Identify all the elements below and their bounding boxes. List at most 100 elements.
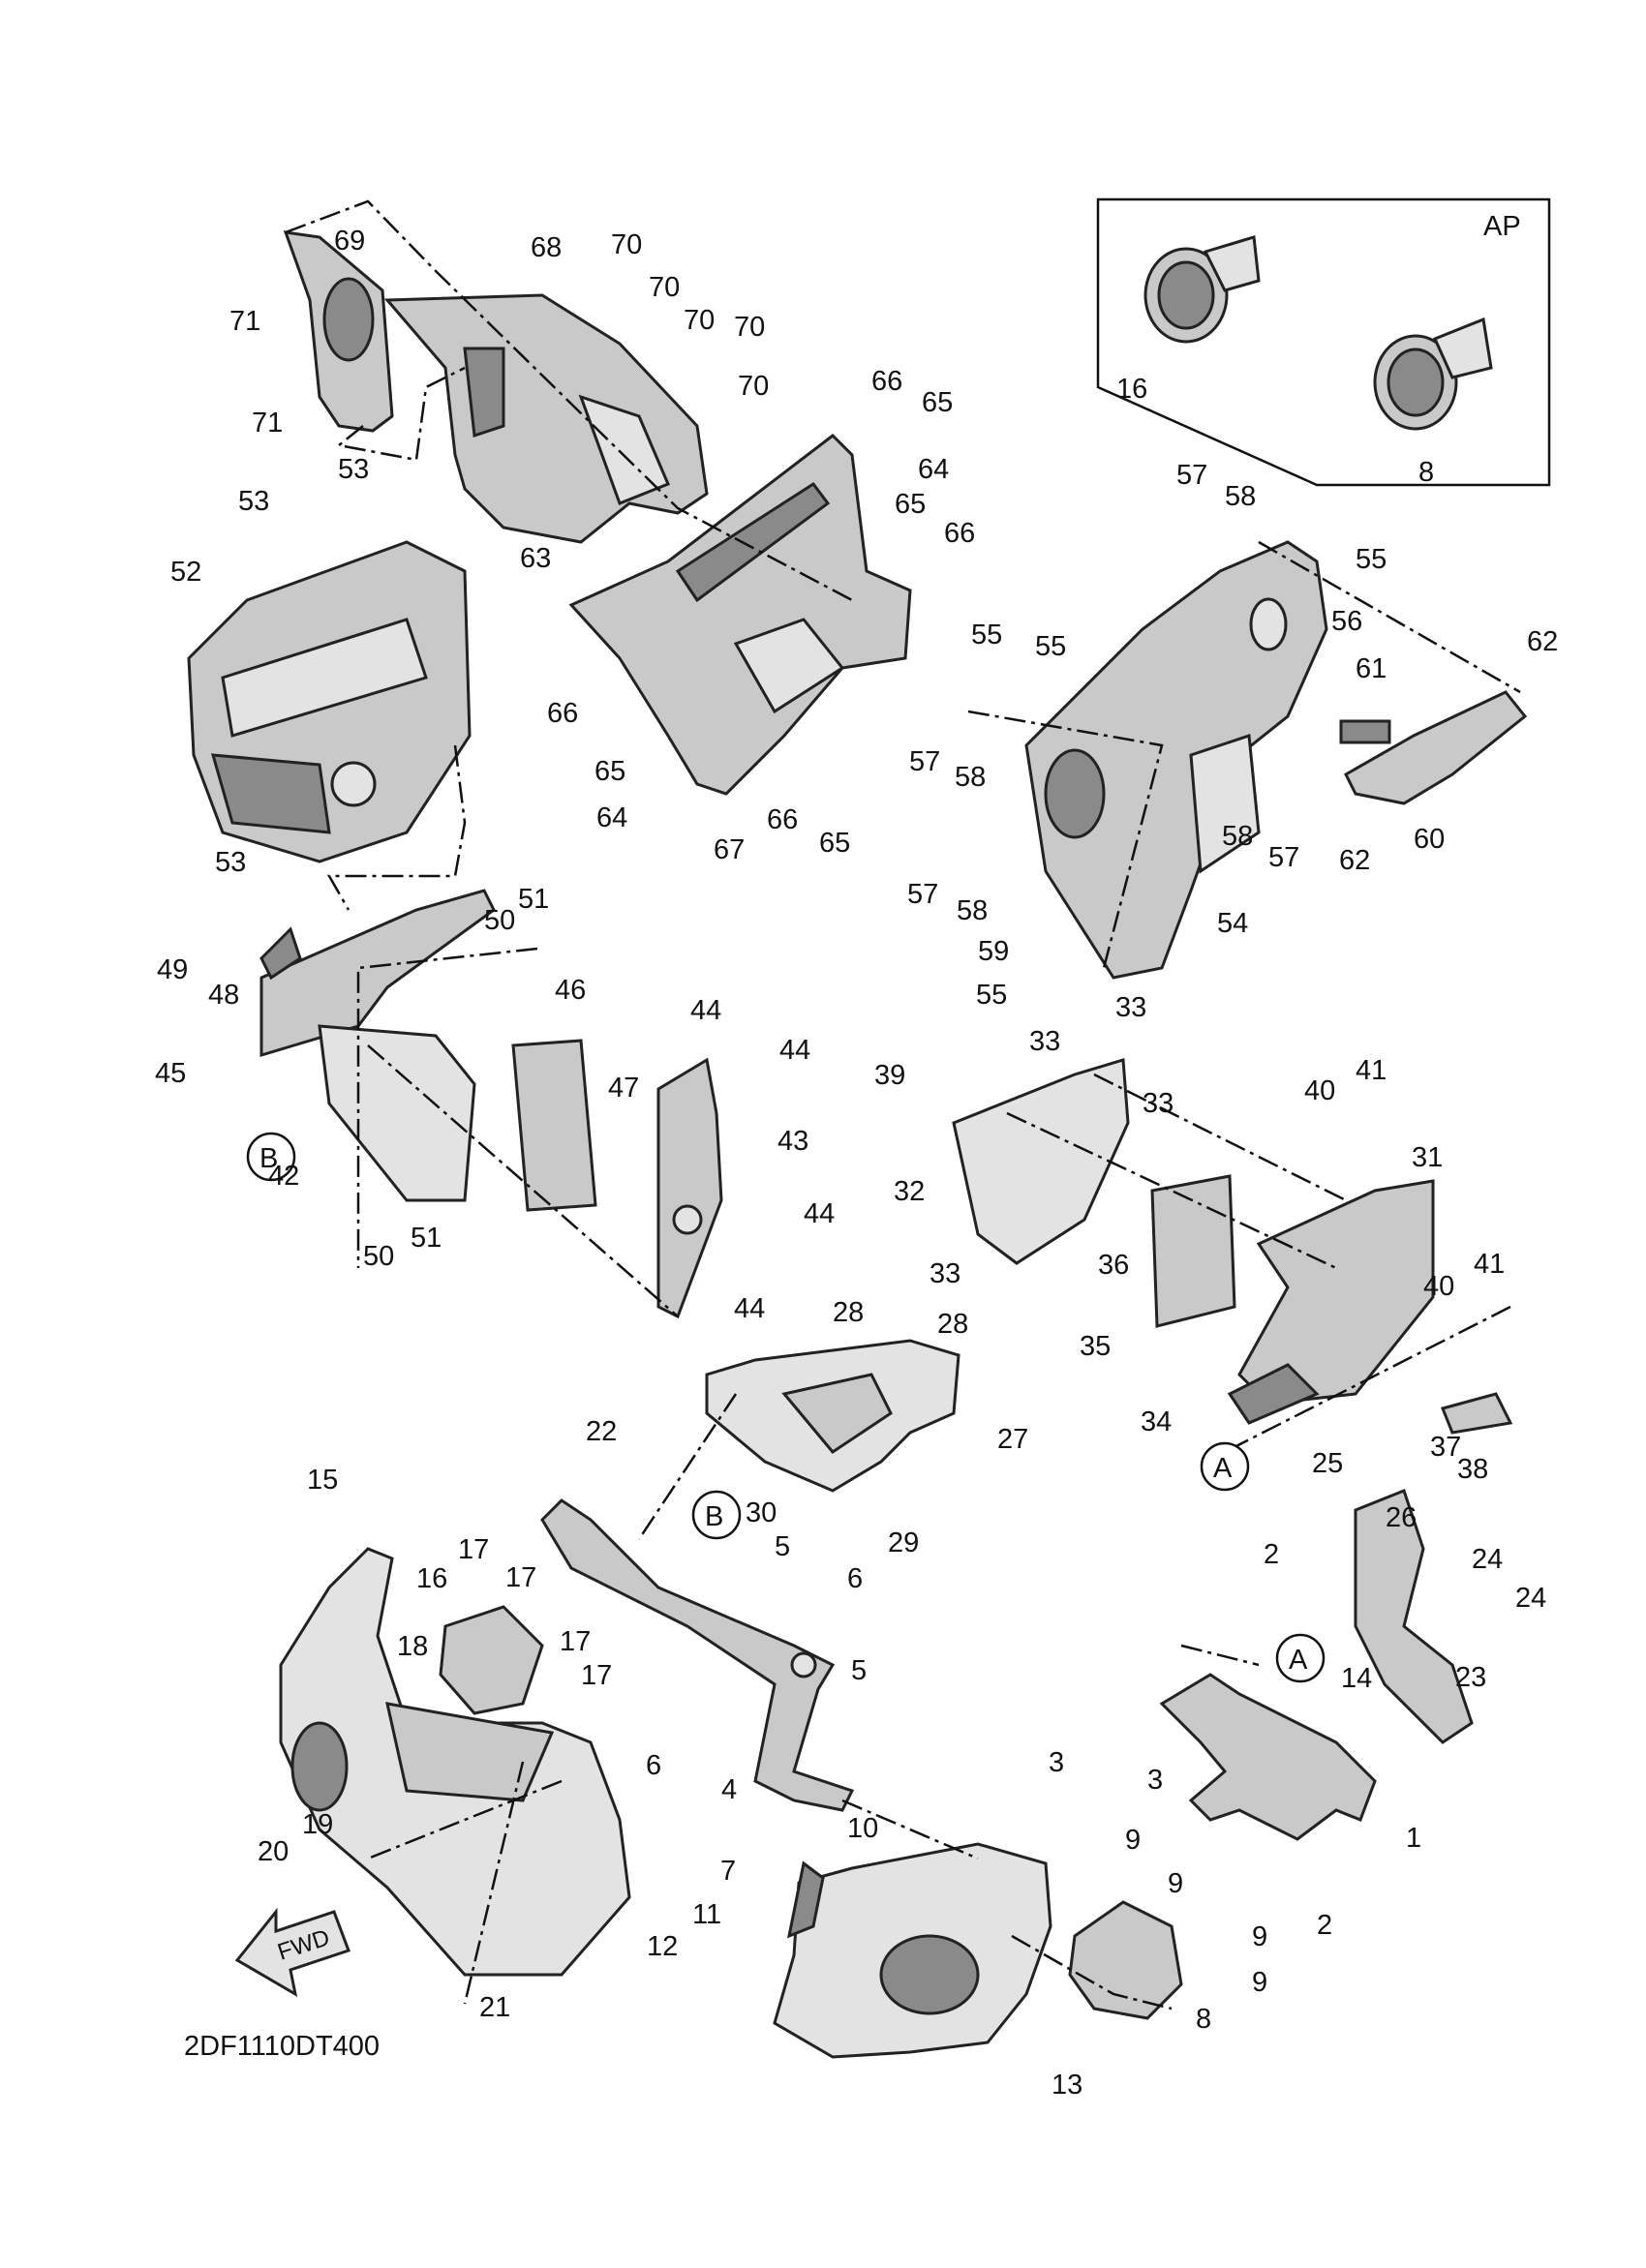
callout-41: 41 (1356, 1055, 1387, 1086)
plate-46 (511, 1039, 597, 1212)
duct-42 (318, 1024, 476, 1202)
callout-47: 47 (608, 1073, 639, 1104)
svg-text:B: B (259, 1143, 278, 1174)
light-16 (439, 1605, 544, 1715)
svg-text:A: A (1289, 1645, 1308, 1676)
callout-62: 62 (1339, 845, 1370, 876)
callout-64: 64 (596, 802, 627, 833)
callout-34: 34 (1141, 1406, 1172, 1437)
callout-70: 70 (738, 371, 769, 402)
callout-44: 44 (804, 1198, 835, 1229)
callout-65: 65 (922, 387, 953, 418)
frame-52 (187, 540, 472, 863)
cover-32 (952, 1058, 1130, 1265)
callout-70: 70 (684, 305, 715, 336)
callout-17: 17 (458, 1534, 489, 1565)
callout-9: 9 (1252, 1967, 1267, 1998)
callout-65: 65 (594, 756, 625, 787)
callout-55: 55 (1356, 544, 1387, 575)
bracket-31 (1227, 1179, 1435, 1425)
callout-53: 53 (215, 847, 246, 878)
callout-50: 50 (363, 1241, 394, 1272)
callout-65: 65 (819, 828, 850, 859)
callout-71: 71 (229, 306, 260, 337)
clip-37 (1440, 1392, 1513, 1435)
cover-23 (1354, 1489, 1474, 1744)
callout-14: 14 (1341, 1663, 1372, 1694)
callout-8: 8 (1196, 2004, 1211, 2035)
callout-30: 30 (746, 1497, 777, 1528)
callout-28: 28 (937, 1309, 968, 1340)
cowl-27 (705, 1339, 960, 1493)
ap-label: AP (1483, 211, 1521, 242)
callout-35: 35 (1080, 1331, 1111, 1362)
callout-33: 33 (1143, 1088, 1174, 1119)
callout-42: 42 (268, 1161, 299, 1192)
light-8 (1068, 1900, 1183, 2020)
callout-44: 44 (779, 1035, 810, 1066)
callout-9: 9 (1252, 1921, 1267, 1952)
callout-11: 11 (692, 1899, 721, 1930)
callout-64: 64 (918, 454, 949, 485)
callout-2: 2 (1264, 1539, 1279, 1570)
callout-20: 20 (258, 1836, 289, 1867)
callout-66: 66 (944, 518, 975, 549)
callout-38: 38 (1457, 1454, 1488, 1485)
callout-28: 28 (833, 1297, 864, 1328)
callout-57: 57 (909, 746, 940, 777)
callout-55: 55 (971, 620, 1002, 650)
callout-57: 57 (1176, 460, 1207, 491)
callout-69: 69 (334, 226, 365, 257)
reference-lines (285, 199, 1521, 2011)
callout-18: 18 (397, 1631, 428, 1662)
callout-46: 46 (555, 975, 586, 1006)
callout-33: 33 (1115, 992, 1146, 1023)
callout-25: 25 (1312, 1448, 1343, 1479)
callout-60: 60 (1414, 824, 1445, 855)
callout-36: 36 (1098, 1250, 1129, 1281)
callout-6: 6 (646, 1750, 661, 1781)
ap-inset: AP (1096, 197, 1551, 487)
callout-55: 55 (976, 980, 1007, 1011)
reference-marker-b-left: B (246, 1132, 296, 1182)
callout-40: 40 (1423, 1271, 1454, 1302)
callout-58: 58 (955, 762, 986, 793)
callout-3: 3 (1147, 1765, 1163, 1796)
callout-62: 62 (1527, 626, 1558, 657)
callout-61: 61 (1356, 653, 1387, 684)
svg-text:A: A (1213, 1453, 1233, 1484)
callout-41: 41 (1474, 1249, 1505, 1280)
callout-16: 16 (416, 1563, 447, 1594)
callout-5: 5 (851, 1655, 867, 1686)
callout-67: 67 (714, 834, 745, 865)
callout-71: 71 (252, 408, 283, 438)
callout-48: 48 (208, 980, 239, 1011)
callout-44: 44 (734, 1293, 765, 1324)
bracket-54 (1024, 540, 1328, 980)
callout-33: 33 (930, 1258, 960, 1289)
bracket-60 (1339, 690, 1528, 805)
callout-59: 59 (978, 936, 1009, 967)
callout-26: 26 (1386, 1502, 1417, 1533)
callout-49: 49 (157, 954, 188, 985)
callout-17: 17 (560, 1626, 591, 1657)
callout-7: 7 (720, 1856, 736, 1887)
callout-12: 12 (647, 1931, 678, 1962)
callout-6: 6 (847, 1563, 863, 1594)
bracket-69 (283, 230, 394, 433)
callout-40: 40 (1304, 1075, 1335, 1106)
diagram-code: 2DF1110DT400 (184, 2031, 380, 2062)
callout-51: 51 (411, 1223, 442, 1254)
svg-text:B: B (705, 1501, 723, 1532)
callout-19: 19 (302, 1809, 333, 1840)
callout-3: 3 (1049, 1747, 1064, 1778)
callout-24: 24 (1515, 1583, 1546, 1614)
callout-57: 57 (1268, 842, 1299, 873)
bracket-68 (383, 293, 709, 544)
callout-53: 53 (338, 454, 369, 485)
callout-45: 45 (155, 1058, 186, 1089)
callout-57: 57 (907, 879, 938, 910)
callout-29: 29 (888, 1527, 919, 1558)
